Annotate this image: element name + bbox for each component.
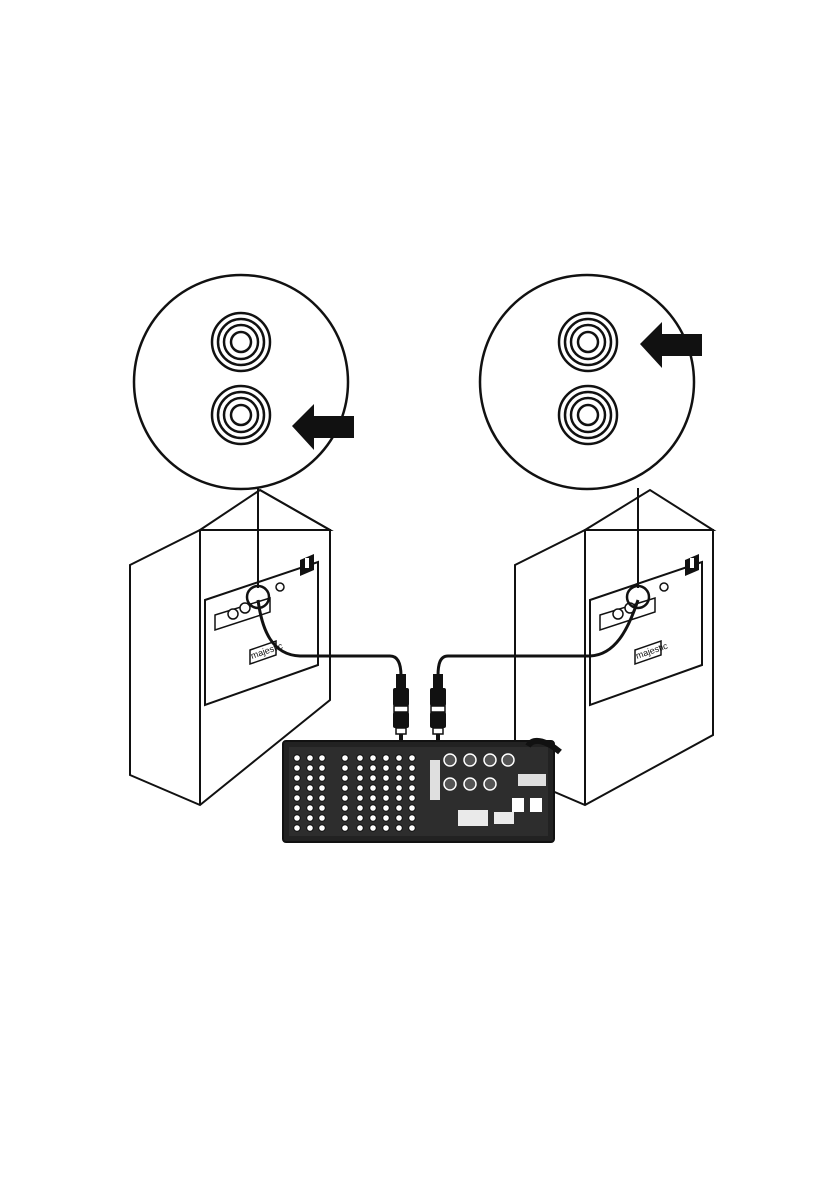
receiver-jack	[307, 785, 314, 792]
receiver-jack	[370, 815, 377, 822]
receiver-jack	[342, 785, 349, 792]
receiver-jack	[319, 775, 326, 782]
receiver-jack	[319, 825, 326, 832]
receiver-jack	[307, 825, 314, 832]
receiver-jack	[294, 765, 301, 772]
receiver-jack	[342, 805, 349, 812]
receiver-jack	[357, 775, 364, 782]
receiver-jack	[294, 815, 301, 822]
receiver-jack	[294, 805, 301, 812]
receiver-jack	[307, 775, 314, 782]
receiver-jack	[396, 815, 403, 822]
rca-plug-icon	[430, 674, 446, 742]
receiver-jack	[307, 765, 314, 772]
receiver-jack	[319, 785, 326, 792]
receiver-jack	[319, 755, 326, 762]
receiver-jack	[396, 825, 403, 832]
receiver-jack	[370, 785, 377, 792]
left-zoom-callout	[134, 275, 354, 489]
receiver-jack	[383, 815, 390, 822]
receiver-jack	[307, 755, 314, 762]
rca-jack-icon	[212, 313, 270, 371]
receiver-jack	[383, 765, 390, 772]
speaker-terminal	[444, 754, 456, 766]
receiver-jack	[370, 765, 377, 772]
receiver-jack	[294, 825, 301, 832]
receiver-jack	[319, 815, 326, 822]
receiver-jack	[307, 795, 314, 802]
speaker-terminal	[444, 778, 456, 790]
receiver-jack	[294, 775, 301, 782]
receiver-jack	[342, 825, 349, 832]
receiver-jack	[294, 785, 301, 792]
rca-plug-icon	[393, 674, 409, 742]
receiver-jack	[307, 815, 314, 822]
receiver-jack	[383, 785, 390, 792]
receiver-jack	[409, 765, 416, 772]
receiver-jack	[357, 755, 364, 762]
speaker-terminal	[484, 778, 496, 790]
receiver-jack	[342, 755, 349, 762]
receiver-jack	[396, 775, 403, 782]
receiver-jack	[357, 805, 364, 812]
receiver-jack	[409, 795, 416, 802]
speaker-terminal	[484, 754, 496, 766]
receiver-jack	[383, 795, 390, 802]
receiver-jack	[319, 805, 326, 812]
receiver-jack	[357, 765, 364, 772]
speaker-terminal	[502, 754, 514, 766]
receiver-jack	[342, 765, 349, 772]
receiver-jack	[409, 815, 416, 822]
speaker-terminal	[464, 778, 476, 790]
receiver-jack	[357, 795, 364, 802]
receiver-jack	[383, 825, 390, 832]
receiver-jack	[409, 785, 416, 792]
speaker-terminal	[464, 754, 476, 766]
receiver-jack	[396, 785, 403, 792]
receiver-jack	[357, 785, 364, 792]
receiver-jack	[370, 775, 377, 782]
right-zoom-callout	[480, 275, 702, 489]
receiver-jack	[409, 755, 416, 762]
receiver-jack	[396, 755, 403, 762]
receiver-jack	[383, 805, 390, 812]
receiver-jack	[357, 815, 364, 822]
receiver-jack	[409, 805, 416, 812]
receiver-jack	[319, 795, 326, 802]
receiver-jack	[342, 815, 349, 822]
rca-jack-icon	[559, 313, 617, 371]
rca-jack-icon	[559, 386, 617, 444]
receiver-jack	[383, 755, 390, 762]
receiver-jack	[294, 795, 301, 802]
rca-jack-icon	[212, 386, 270, 444]
receiver-jack	[370, 825, 377, 832]
receiver-jack	[307, 805, 314, 812]
receiver-jack	[396, 765, 403, 772]
receiver-jack	[370, 755, 377, 762]
receiver-jack	[357, 825, 364, 832]
receiver-jack	[342, 795, 349, 802]
receiver-jack	[409, 825, 416, 832]
receiver-jack	[396, 795, 403, 802]
receiver-jack	[294, 755, 301, 762]
receiver-back-panel	[283, 741, 560, 842]
receiver-jack	[383, 775, 390, 782]
receiver-jack	[409, 775, 416, 782]
receiver-jack	[370, 805, 377, 812]
receiver-jack	[370, 795, 377, 802]
receiver-jack	[319, 765, 326, 772]
receiver-jack	[342, 775, 349, 782]
receiver-jack	[396, 805, 403, 812]
